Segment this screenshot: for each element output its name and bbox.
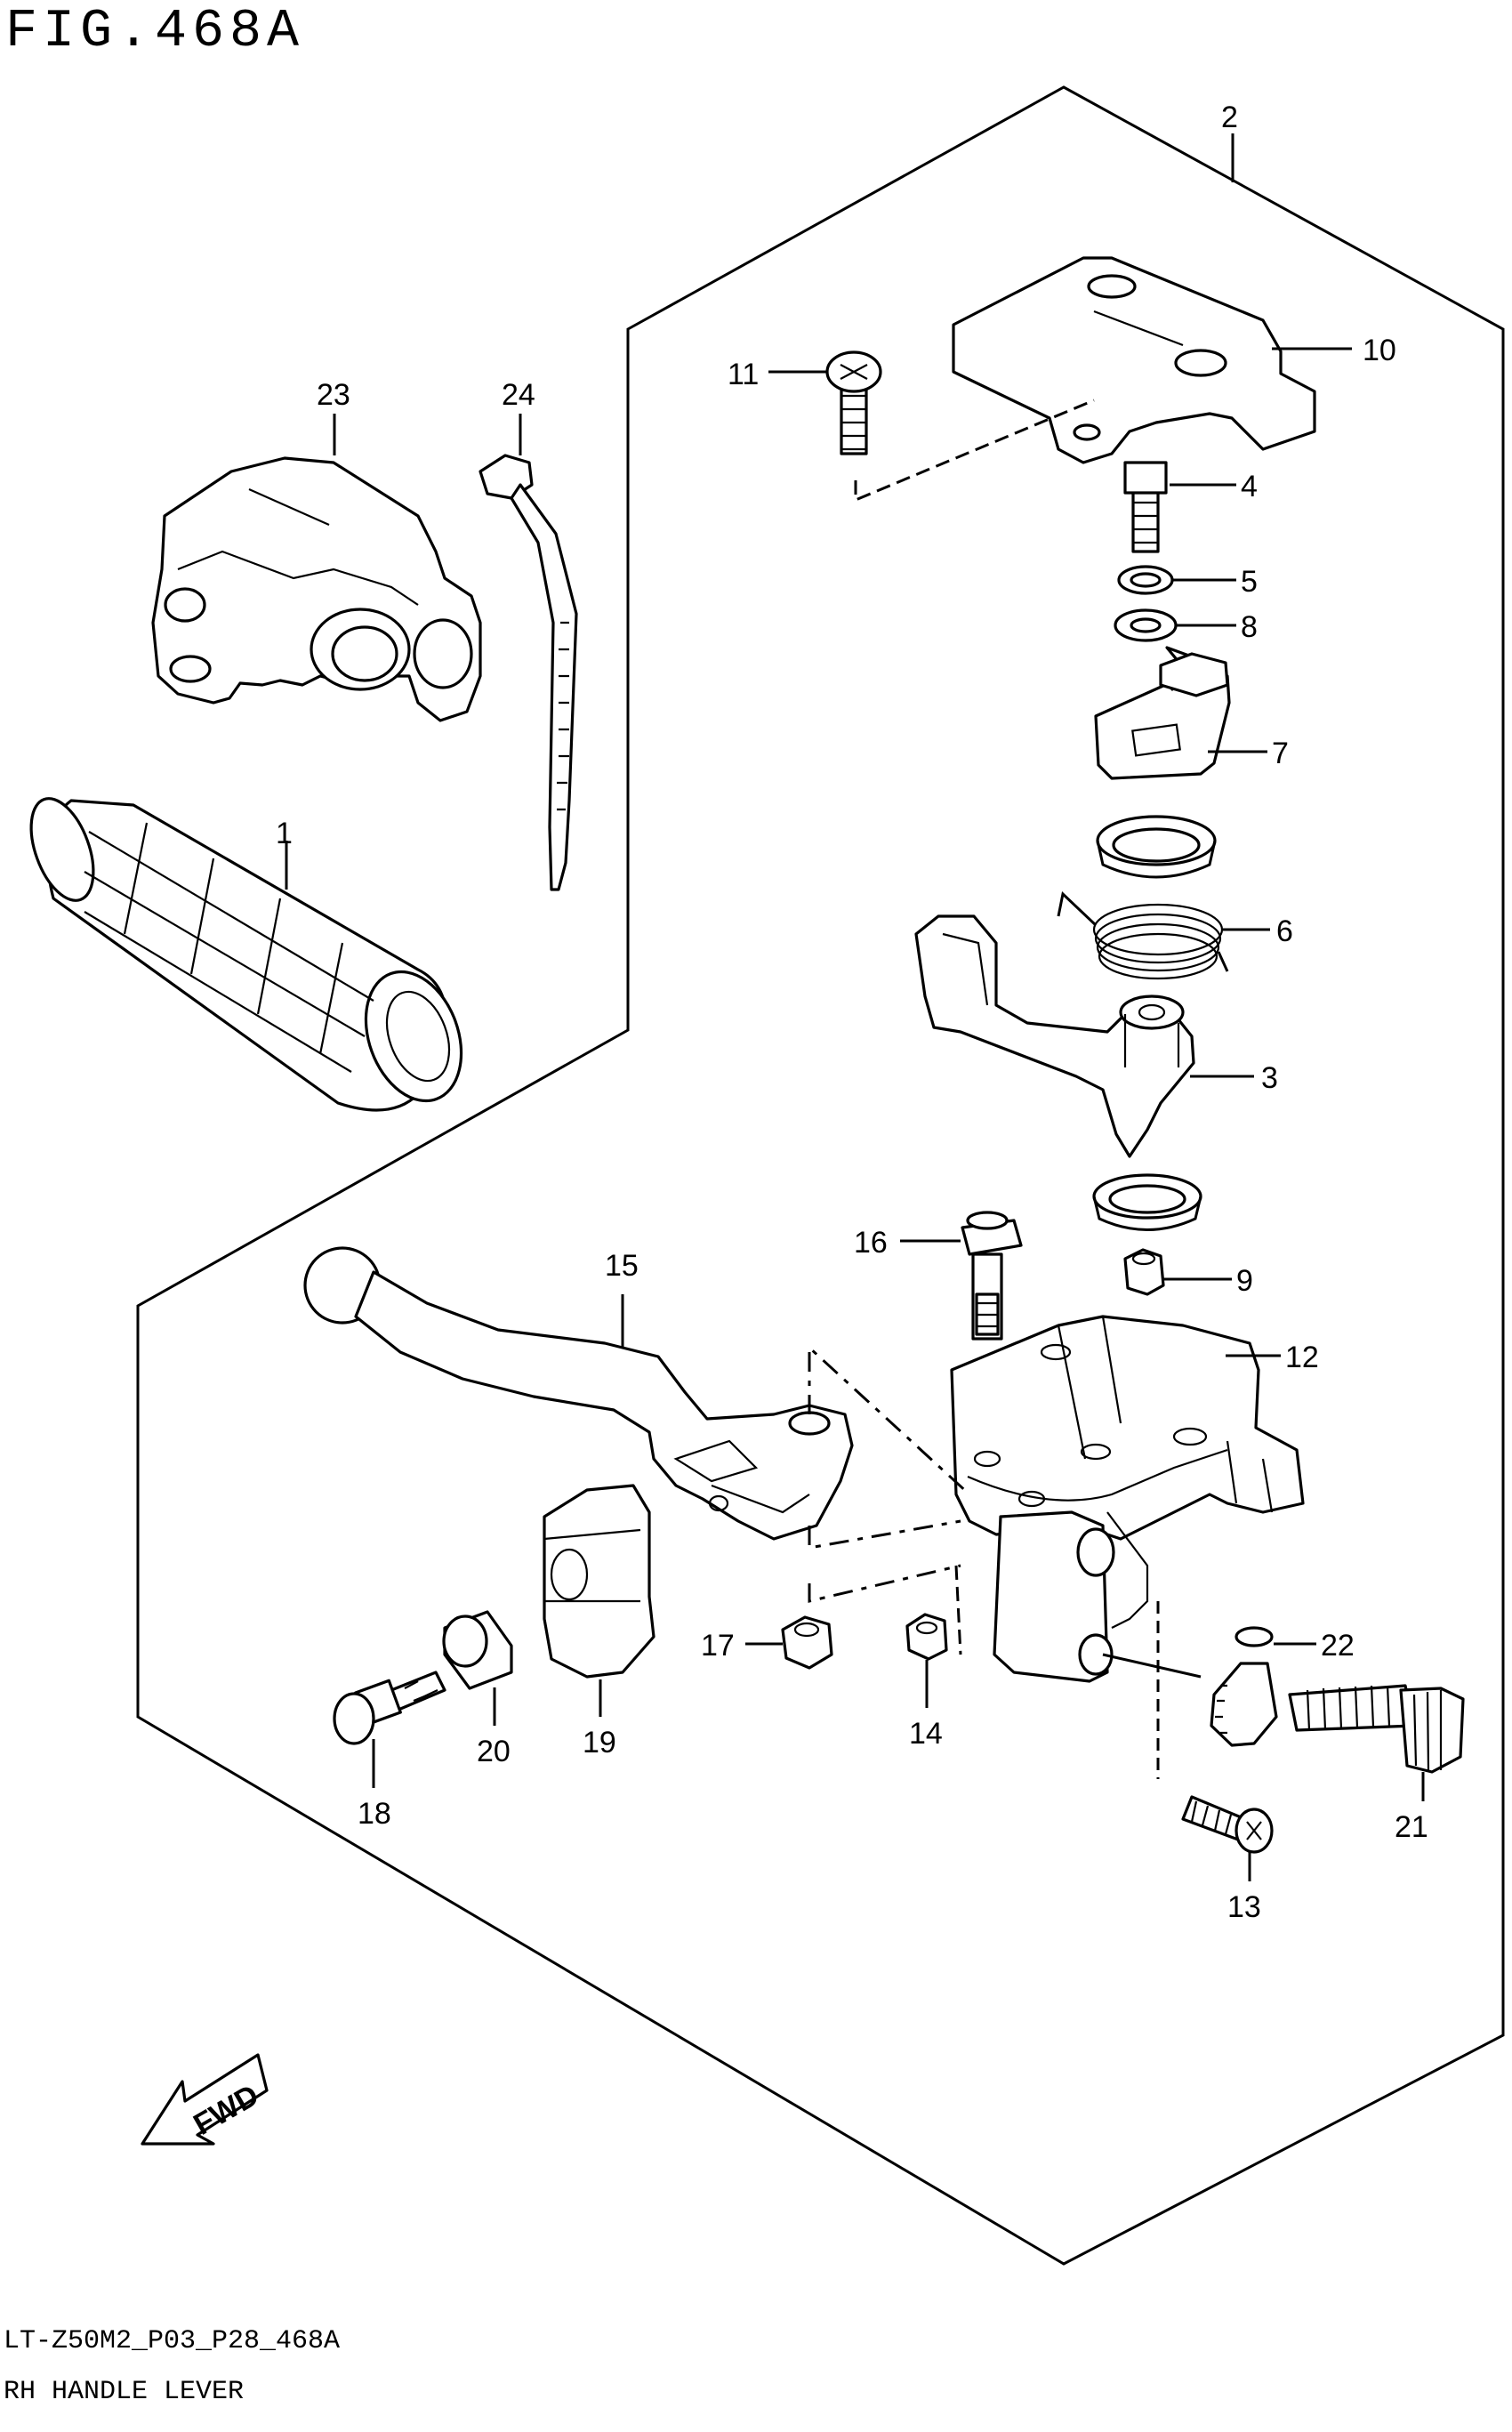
bushing-lower — [1092, 1173, 1202, 1231]
part-8-washer — [1114, 608, 1178, 642]
callout-13: 13 — [1227, 1890, 1261, 1924]
part-21-adjuster — [1288, 1684, 1465, 1774]
figure-name: RH HANDLE LEVER — [4, 2377, 245, 2407]
callout-2: 2 — [1221, 101, 1238, 134]
callout-24: 24 — [502, 378, 535, 412]
callout-12: 12 — [1285, 1341, 1319, 1374]
callout-16: 16 — [854, 1226, 888, 1260]
part-3-throttle-arm — [914, 914, 1195, 1158]
callout-9: 9 — [1236, 1264, 1253, 1298]
callout-18: 18 — [358, 1797, 391, 1831]
callout-15: 15 — [605, 1249, 639, 1283]
bushing-upper — [1096, 815, 1217, 879]
part-15-brake-lever — [303, 1246, 854, 1541]
part-23-switch-housing — [151, 456, 482, 722]
callout-14: 14 — [909, 1717, 943, 1751]
callout-20: 20 — [477, 1735, 511, 1768]
figure-code: LT-Z50M2_P03_P28_468A — [4, 2326, 341, 2356]
part-7-plate — [1094, 646, 1231, 780]
callout-3: 3 — [1261, 1061, 1278, 1095]
callout-1: 1 — [276, 817, 293, 850]
callout-6: 6 — [1276, 914, 1293, 948]
callout-11: 11 — [728, 358, 759, 391]
part-16-bolt — [961, 1211, 1023, 1341]
callout-21: 21 — [1395, 1810, 1428, 1844]
part-12-lower-body — [993, 1510, 1149, 1683]
figure-title: FIG.468A — [5, 2, 305, 62]
assembly-outline — [136, 85, 1505, 2266]
callout-19: 19 — [583, 1726, 616, 1760]
callout-7: 7 — [1272, 737, 1289, 770]
part-11-screw — [825, 350, 882, 455]
part-1-grip — [29, 797, 463, 1112]
part-19-holder-clamp — [543, 1484, 655, 1679]
part-17-nut — [781, 1615, 833, 1670]
part-22-locknut — [1210, 1626, 1278, 1747]
part-6-spring — [1057, 891, 1229, 980]
callout-5: 5 — [1241, 565, 1258, 599]
callout-4: 4 — [1241, 470, 1258, 503]
part-18-bolt — [333, 1671, 446, 1745]
part-13-screw — [1181, 1795, 1274, 1854]
part-4-bolt — [1123, 461, 1168, 553]
part-9-nut — [1123, 1248, 1165, 1296]
part-14-nut — [905, 1613, 948, 1661]
callout-8: 8 — [1241, 610, 1258, 644]
part-5-washer — [1117, 565, 1174, 595]
callout-23: 23 — [317, 378, 350, 412]
callout-22: 22 — [1321, 1629, 1355, 1663]
fwd-arrow: FWD — [141, 2053, 269, 2146]
part-24-cable-tie — [479, 454, 578, 891]
callout-10: 10 — [1363, 334, 1396, 367]
callout-17: 17 — [701, 1629, 735, 1663]
part-10-clamp — [952, 256, 1316, 464]
part-12-lever-holder — [950, 1315, 1305, 1541]
part-20-collar — [442, 1610, 513, 1690]
